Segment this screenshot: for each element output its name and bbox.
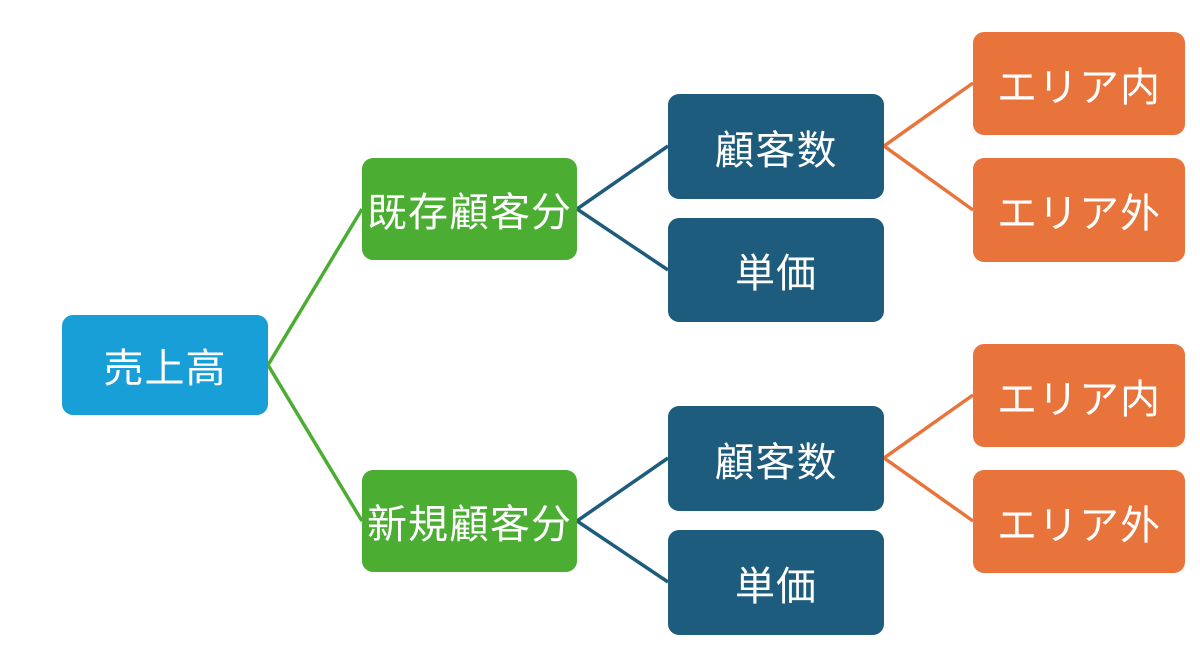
- node-sales[interactable]: 売上高: [62, 315, 268, 415]
- edge-existing-in-area: [882, 81, 975, 148]
- edge-new-customers: [576, 456, 669, 523]
- edge-new-unit-price: [576, 519, 669, 584]
- node-new-unit-price[interactable]: 単価: [668, 530, 884, 635]
- node-existing-customer-count[interactable]: 顧客数: [668, 94, 884, 199]
- node-existing-customer-count-label: 顧客数: [714, 128, 838, 173]
- edge-root-existing: [266, 208, 364, 366]
- node-new-out-area-label: エリア外: [997, 503, 1161, 548]
- node-new-in-area-label: エリア内: [997, 377, 1161, 422]
- node-sales-label: 売上高: [103, 347, 227, 391]
- node-existing-unit-price[interactable]: 単価: [668, 218, 884, 322]
- node-new-out-area[interactable]: エリア外: [973, 470, 1185, 573]
- edge-existing-unit-price: [576, 207, 669, 272]
- node-new-customers-segment-label: 新規顧客分: [367, 503, 572, 547]
- node-existing-customers-segment-label: 既存顧客分: [367, 191, 572, 235]
- node-existing-in-area-label: エリア内: [997, 65, 1161, 110]
- node-new-customers-segment[interactable]: 新規顧客分: [362, 470, 577, 572]
- node-existing-unit-price-label: 単価: [735, 252, 817, 296]
- node-new-in-area[interactable]: エリア内: [973, 344, 1185, 447]
- edge-new-in-area: [882, 393, 975, 460]
- node-existing-in-area[interactable]: エリア内: [973, 32, 1185, 135]
- edge-existing-out-area: [882, 144, 975, 212]
- edge-root-new: [266, 364, 364, 522]
- node-new-customer-count[interactable]: 顧客数: [668, 406, 884, 511]
- edge-new-out-area: [882, 456, 975, 523]
- node-existing-customers-segment[interactable]: 既存顧客分: [362, 158, 577, 260]
- node-existing-out-area-label: エリア外: [997, 192, 1161, 236]
- node-new-customer-count-label: 顧客数: [714, 440, 838, 485]
- node-existing-out-area[interactable]: エリア外: [973, 158, 1185, 262]
- node-new-unit-price-label: 単価: [735, 564, 817, 609]
- edge-existing-customers: [576, 144, 669, 211]
